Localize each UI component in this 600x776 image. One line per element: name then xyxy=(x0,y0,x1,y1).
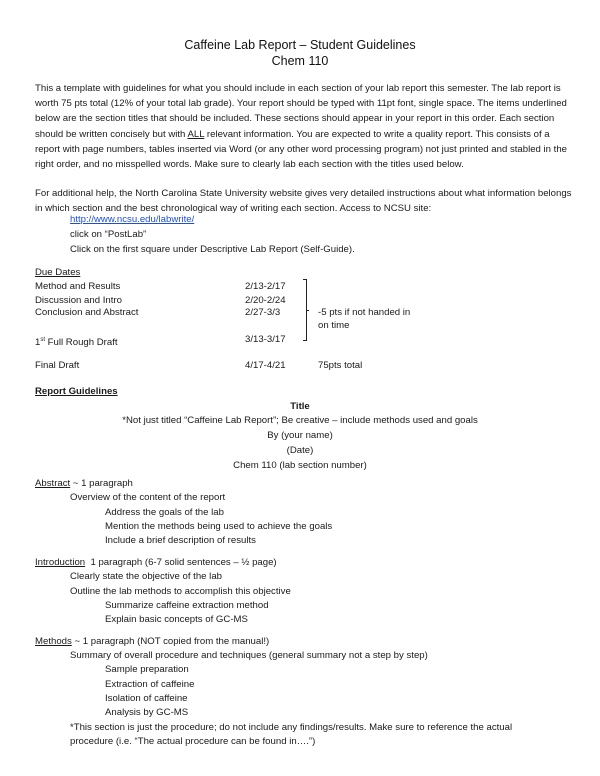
ncsu-link[interactable]: http://www.ncsu.edu/labwrite/ xyxy=(70,214,195,225)
due-row-dates: 2/20-2/24 xyxy=(245,295,286,306)
due-row-dates: 2/13-2/17 xyxy=(245,281,286,292)
report-guidelines-heading: Report Guidelines xyxy=(35,386,118,397)
due-row-label: Conclusion and Abstract xyxy=(35,307,139,318)
methods-subitem: Isolation of caffeine xyxy=(105,693,188,704)
due-row-label: Method and Results xyxy=(35,281,121,292)
methods-item: Summary of overall procedure and techniq… xyxy=(70,650,428,661)
bracket-tick xyxy=(306,310,309,311)
due-row-label: Final Draft xyxy=(35,360,80,371)
penalty-note-line1: -5 pts if not handed in xyxy=(318,307,411,318)
help-paragraph: For additional help, the North Carolina … xyxy=(35,188,572,215)
abstract-item: Overview of the content of the report xyxy=(70,492,226,503)
abstract-subitem: Mention the methods being used to achiev… xyxy=(105,521,333,532)
due-row-label: 1st Full Rough Draft xyxy=(35,337,118,349)
introduction-item: Outline the lab methods to accomplish th… xyxy=(70,586,291,597)
title-heading: Title xyxy=(290,401,310,412)
introduction-subitem: Explain basic concepts of GC-MS xyxy=(105,614,248,625)
abstract-subitem: Include a brief description of results xyxy=(105,535,256,546)
introduction-subitem: Summarize caffeine extraction method xyxy=(105,600,269,611)
abstract-section-heading: Abstract ~ 1 paragraph xyxy=(35,478,133,489)
help-step-2: Click on the first square under Descript… xyxy=(70,244,355,255)
methods-subitem: Extraction of caffeine xyxy=(105,679,195,690)
title-guideline: *Not just titled “Caffeine Lab Report”; … xyxy=(122,415,478,426)
methods-note-line2: procedure (i.e. “The actual procedure ca… xyxy=(70,736,316,747)
introduction-section-heading: Introduction 1 paragraph (6-7 solid sent… xyxy=(35,557,277,568)
title-section: Chem 110 (lab section number) xyxy=(233,460,367,471)
intro-paragraph: This a template with guidelines for what… xyxy=(35,83,568,171)
emphasis-all: ALL xyxy=(187,128,205,140)
due-row-dates: 2/27-3/3 xyxy=(245,307,281,318)
due-row-label: Discussion and Intro xyxy=(35,295,122,306)
abstract-subitem: Address the goals of the lab xyxy=(105,507,224,518)
due-row-dates: 4/17-4/21 xyxy=(245,360,286,371)
title-date: (Date) xyxy=(286,445,314,456)
methods-section-heading: Methods ~ 1 paragraph (NOT copied from t… xyxy=(35,636,270,647)
due-row-dates: 3/13-3/17 xyxy=(245,334,286,345)
methods-subitem: Sample preparation xyxy=(105,664,189,675)
final-draft-points: 75pts total xyxy=(318,360,363,371)
document-title: Caffeine Lab Report – Student Guidelines xyxy=(184,38,416,52)
help-step-1: click on “PostLab” xyxy=(70,229,147,240)
document-subtitle: Chem 110 xyxy=(271,54,329,68)
methods-note-line1: *This section is just the procedure; do … xyxy=(70,722,513,733)
due-dates-heading: Due Dates xyxy=(35,267,81,278)
introduction-item: Clearly state the objective of the lab xyxy=(70,571,222,582)
penalty-note-line2: on time xyxy=(318,320,350,331)
title-byline: By (your name) xyxy=(267,430,333,441)
methods-subitem: Analysis by GC-MS xyxy=(105,707,189,718)
